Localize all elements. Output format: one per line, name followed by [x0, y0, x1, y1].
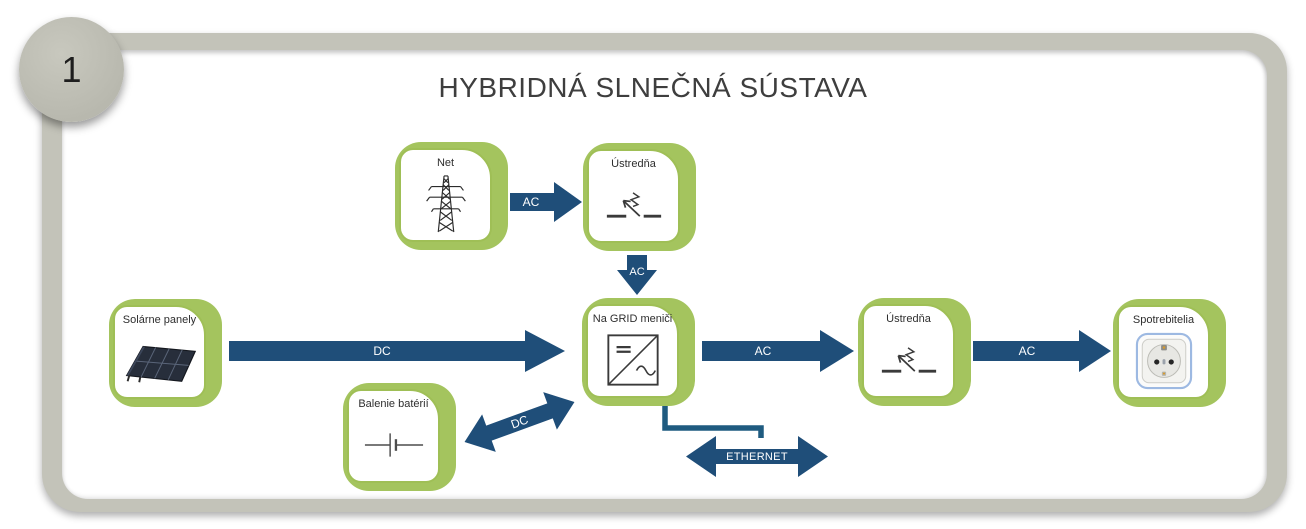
node-solar-label: Solárne panely	[122, 314, 197, 326]
node-ustredna-top: Ústredňa	[583, 143, 696, 251]
page-title: HYBRIDNÁ SLNEČNÁ SÚSTAVA	[438, 72, 868, 103]
node-consumers: Spotrebitelia	[1113, 299, 1226, 407]
arrow-inverter-to-ustredna: AC	[702, 330, 854, 372]
arrow-label-ac: AC	[522, 195, 540, 209]
node-battery: Balenie batérií	[343, 383, 456, 491]
node-ustredna-right-label: Ústredňa	[886, 313, 931, 325]
node-net: Net	[395, 142, 508, 250]
node-card: Ústredňa	[862, 304, 955, 398]
arrow-ustredna-to-consumers: AC	[973, 330, 1111, 372]
power-socket-icon	[1121, 329, 1206, 393]
node-card: Na GRID meniči	[586, 304, 679, 398]
node-battery-label: Balenie batérií	[358, 398, 429, 410]
step-number: 1	[61, 48, 82, 90]
node-card: Net	[399, 148, 492, 242]
arrow-label-dc: DC	[373, 344, 391, 358]
node-ustredna-right: Ústredňa	[858, 298, 971, 406]
node-consumers-label: Spotrebitelia	[1132, 314, 1195, 326]
power-tower-icon	[403, 172, 488, 236]
arrow-net-to-ustredna: AC	[510, 182, 582, 222]
node-card: Spotrebitelia	[1117, 305, 1210, 399]
arrow-label-ethernet: ETHERNET	[726, 450, 788, 463]
solar-panels-icon	[117, 329, 202, 393]
node-inverter-label: Na GRID meniči	[592, 313, 673, 325]
arrow-ustredna-to-inverter: AC	[617, 255, 657, 295]
node-solar: Solárne panely	[109, 299, 222, 407]
slide-frame	[42, 33, 1287, 512]
battery-icon	[351, 413, 436, 477]
ethernet-connector-line	[659, 406, 767, 438]
node-inverter: Na GRID meniči	[582, 298, 695, 406]
arrow-label-ac: AC	[629, 266, 645, 278]
arrow-label-ac: AC	[1018, 344, 1036, 358]
inverter-icon	[590, 328, 675, 392]
node-net-label: Net	[436, 157, 455, 169]
step-number-badge: 1	[19, 17, 124, 122]
switch-icon	[591, 173, 676, 237]
node-ustredna-top-label: Ústredňa	[611, 158, 656, 170]
arrow-label-ac: AC	[754, 344, 772, 358]
arrow-ethernet: ETHERNET	[686, 436, 828, 477]
node-card: Ústredňa	[587, 149, 680, 243]
switch-icon	[866, 328, 951, 392]
arrow-battery-inverter: DC	[458, 383, 582, 461]
node-card: Solárne panely	[113, 305, 206, 399]
arrow-solar-to-inverter: DC	[229, 330, 565, 372]
node-card: Balenie batérií	[347, 389, 440, 483]
